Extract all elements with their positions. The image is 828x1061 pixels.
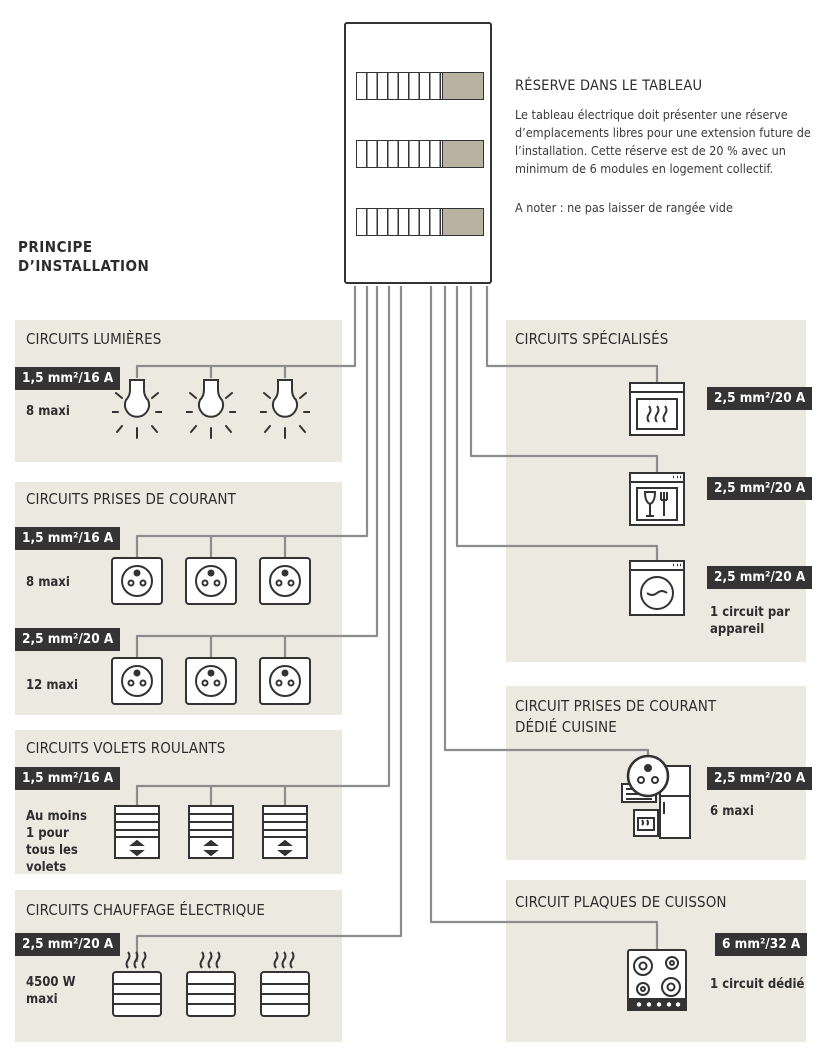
kitchen-appliances-icon xyxy=(612,754,694,840)
chauffage-note: 4500 W maxi xyxy=(26,975,76,1007)
outlet-icon xyxy=(259,657,311,705)
plaques-note: 1 circuit dédié xyxy=(710,977,805,992)
oven-icon xyxy=(629,382,685,436)
outlet-icon xyxy=(111,557,163,605)
light-icon xyxy=(260,376,310,440)
shutter-icon xyxy=(114,805,160,859)
lumieres-note: 8 maxi xyxy=(26,404,70,419)
cuisine-note: 6 maxi xyxy=(710,804,754,819)
page-title: PRINCIPE D’INSTALLATION xyxy=(18,238,150,275)
prises-note-12: 12 maxi xyxy=(26,678,78,693)
specialises-note: 1 circuit par appareil xyxy=(710,605,790,637)
shutter-icon xyxy=(262,805,308,859)
prises-note-8: 8 maxi xyxy=(26,575,70,590)
cuisine-badge: 2,5 mm²/20 A xyxy=(707,767,813,790)
electrical-cabinet xyxy=(344,22,492,284)
light-icon xyxy=(186,376,236,440)
chauffage-title: CIRCUITS CHAUFFAGE ÉLECTRIQUE xyxy=(26,901,265,919)
specialises-badge-four: 2,5 mm²/20 A xyxy=(707,387,813,410)
prises-badge-16a: 1,5 mm²/16 A xyxy=(15,527,121,550)
din-rail-3 xyxy=(356,208,484,236)
outlet-icon xyxy=(111,657,163,705)
washing-machine-icon xyxy=(629,560,685,616)
spare-modules xyxy=(442,209,483,235)
outlet-icon xyxy=(185,657,237,705)
din-rail-1 xyxy=(356,72,484,100)
spare-modules xyxy=(442,141,483,167)
cuisine-title: CIRCUIT PRISES DE COURANT DÉDIÉ CUISINE xyxy=(515,697,717,736)
volets-title: CIRCUITS VOLETS ROULANTS xyxy=(26,739,226,757)
chauffage-badge: 2,5 mm²/20 A xyxy=(15,933,121,956)
reserve-note: A noter : ne pas laisser de rangée vide xyxy=(515,200,733,215)
specialises-title: CIRCUITS SPÉCIALISÉS xyxy=(515,330,669,348)
heater-icon xyxy=(260,950,310,1018)
spare-modules xyxy=(442,73,483,99)
heater-icon xyxy=(112,950,162,1018)
volets-note: Au moins 1 pour tous les volets xyxy=(26,809,87,875)
plaques-badge: 6 mm²/32 A xyxy=(715,933,808,956)
plaques-title: CIRCUIT PLAQUES DE CUISSON xyxy=(515,893,727,911)
din-rail-2 xyxy=(356,140,484,168)
heater-icon xyxy=(186,950,236,1018)
prises-title: CIRCUITS PRISES DE COURANT xyxy=(26,490,236,508)
shutter-icon xyxy=(188,805,234,859)
specialises-badge-lave-vaisselle: 2,5 mm²/20 A xyxy=(707,477,813,500)
light-icon xyxy=(112,376,162,440)
outlet-icon xyxy=(259,557,311,605)
volets-badge: 1,5 mm²/16 A xyxy=(15,767,121,790)
lumieres-badge: 1,5 mm²/16 A xyxy=(15,367,121,390)
specialises-badge-lave-linge: 2,5 mm²/20 A xyxy=(707,566,813,589)
reserve-text: Le tableau électrique doit présenter une… xyxy=(515,107,811,176)
reserve-title: RÉSERVE DANS LE TABLEAU xyxy=(515,78,703,94)
outlet-icon xyxy=(185,557,237,605)
lumieres-title: CIRCUITS LUMIÈRES xyxy=(26,330,162,348)
dishwasher-icon xyxy=(629,472,685,526)
prises-badge-20a: 2,5 mm²/20 A xyxy=(15,628,121,651)
cooktop-icon xyxy=(627,949,687,1011)
